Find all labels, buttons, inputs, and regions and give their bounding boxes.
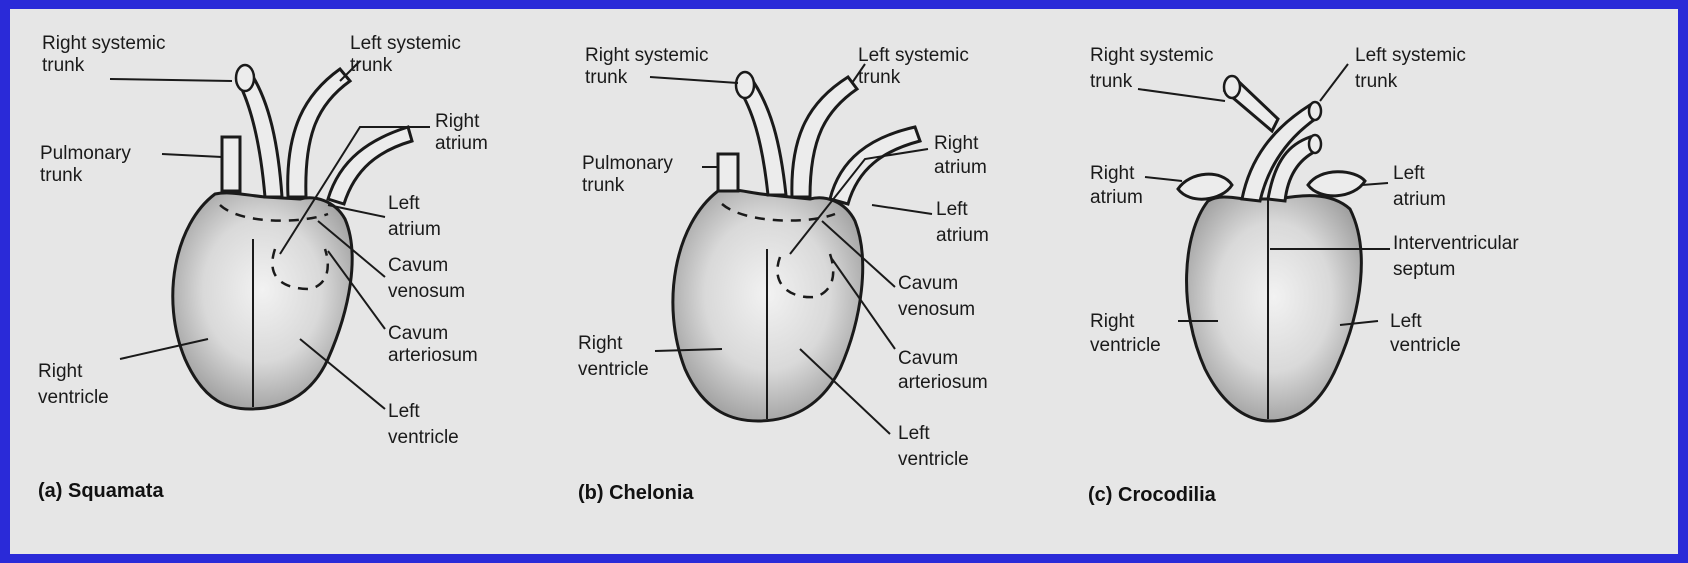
label-cavum-arteriosum: Cavum (898, 348, 958, 369)
label-pulmonary-trunk: Pulmonary (40, 143, 131, 164)
vessel-opening-b (736, 72, 754, 98)
label-right-ventricle: Right (578, 333, 623, 354)
label-right-ventricle: Right (38, 361, 83, 382)
heart-b (673, 190, 863, 421)
vessel-opening-c1 (1224, 76, 1240, 98)
label-cavum-venosum: Cavum (898, 273, 958, 294)
vessel-opening-c3 (1309, 135, 1321, 153)
label-cavum-venosum: Cavum (388, 255, 448, 276)
label-right-systemic-trunk: Right systemic (42, 33, 166, 54)
label-left-ventricle: Left (898, 423, 930, 444)
label-interventricular-septum: Interventricular (1393, 233, 1519, 254)
label-left-atrium: Left (936, 199, 968, 220)
caption-squamata: (a) Squamata (38, 480, 164, 502)
vessel-opening-a (236, 65, 254, 91)
label-right-ventricle: Right (1090, 311, 1135, 332)
vessels-c (1178, 76, 1365, 201)
label-cavum-arteriosum: Cavum (388, 323, 448, 344)
vessels-a (222, 65, 412, 204)
caption-crocodilia: (c) Crocodilia (1088, 484, 1217, 506)
heart-a (173, 193, 352, 409)
label-left-atrium: Left (1393, 163, 1425, 184)
heart-c (1187, 196, 1362, 421)
label-pulmonary-trunk: Pulmonary (582, 153, 673, 174)
label-left-systemic-trunk: Left systemic (1355, 45, 1466, 66)
label-right-atrium: Right (934, 133, 979, 154)
label-left-ventricle: Left (1390, 311, 1422, 332)
vessels-b (718, 72, 920, 204)
label-left-ventricle: Left (388, 401, 420, 422)
label-right-atrium: Right (435, 111, 480, 132)
vessel-opening-c2 (1309, 102, 1321, 120)
label-right-systemic-trunk: Right systemic (585, 45, 709, 66)
label-right-atrium: Right (1090, 163, 1135, 184)
label-left-systemic-trunk: Left systemic (350, 33, 461, 54)
caption-chelonia: (b) Chelonia (578, 482, 694, 504)
label-right-systemic-trunk: Right systemic (1090, 45, 1214, 66)
label-left-atrium: Left (388, 193, 420, 214)
label-left-systemic-trunk: Left systemic (858, 45, 969, 66)
